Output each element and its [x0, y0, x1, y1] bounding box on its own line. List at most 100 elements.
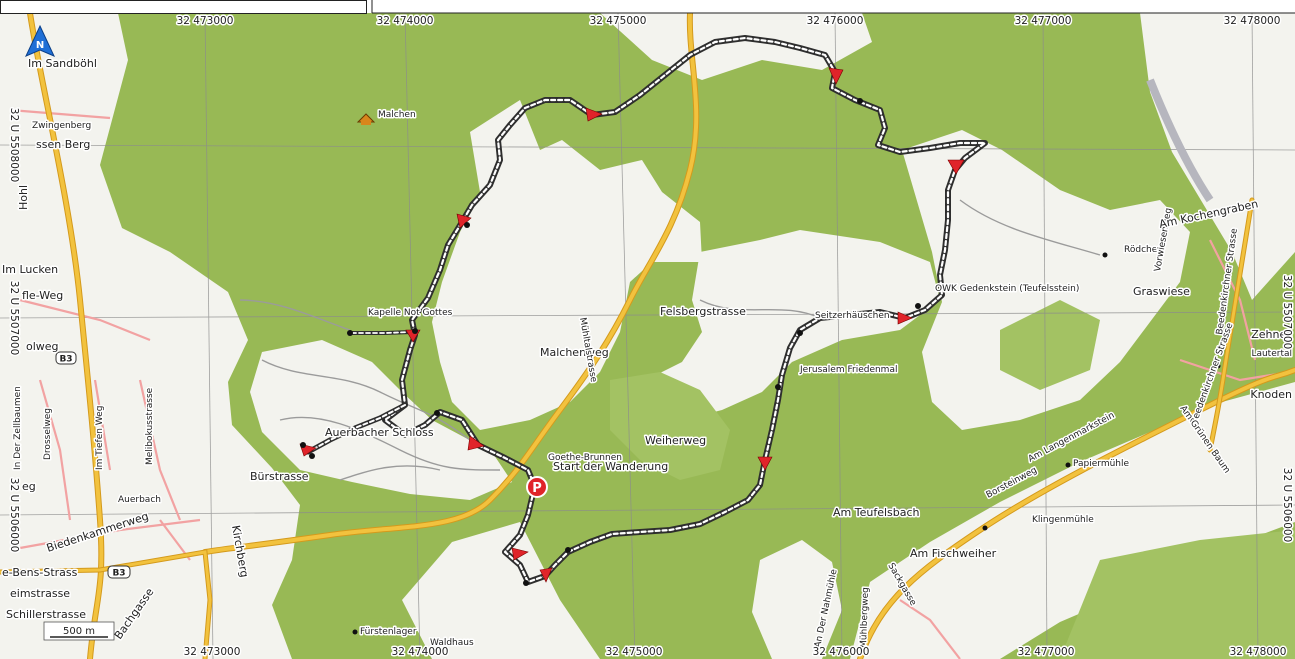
- forest-patches: [610, 300, 1295, 659]
- label-felsbergstrasse: Felsbergstrasse: [660, 305, 746, 318]
- grid-line: [0, 504, 1295, 516]
- label-waldhaus: Waldhaus: [430, 638, 474, 648]
- grid-line: [1251, 12, 1259, 659]
- label-auerbacher-schloss: Auerbacher Schloss: [325, 426, 434, 439]
- waypoints: [300, 98, 1221, 635]
- forest-area: [1000, 300, 1100, 390]
- grid-label-bottom: 32 473000: [184, 646, 241, 658]
- road-badge-label: B3: [59, 355, 72, 365]
- town-road: [138, 379, 182, 521]
- grid-line: [834, 12, 843, 659]
- grid-line: [0, 311, 1295, 319]
- label-melibokusstrasse: Melibokusstrasse: [145, 387, 155, 465]
- town-road: [9, 108, 111, 120]
- grid-labels-top: 32 473000 32 474000 32 475000 32 476000 …: [175, 14, 1282, 29]
- forest-area: [1060, 530, 1295, 659]
- waypoint-dot: [523, 580, 529, 586]
- label-malchen: Malchen: [378, 110, 416, 120]
- town-road: [19, 298, 151, 342]
- label-weiherweg: Weiherweg: [645, 434, 706, 447]
- grid-label-right: 32 U 5506000: [1281, 468, 1293, 542]
- waypoint-dot: [1215, 363, 1221, 369]
- label-kapelle-not-gottes: Kapelle Not Gottes: [368, 308, 453, 318]
- label-auerbach: Auerbach: [118, 495, 161, 505]
- label-eimstrasse: eimstrasse: [10, 587, 70, 600]
- direction-arrow-icon: [585, 107, 603, 122]
- grid-label-top: 32 475000: [590, 15, 647, 27]
- label-am-teufelsbach: Am Teufelsbach: [833, 506, 920, 519]
- direction-arrow-icon: [757, 456, 773, 471]
- waypoint-dot: [300, 442, 306, 448]
- grid-line: [0, 144, 1295, 151]
- house-icon: [356, 113, 376, 125]
- scale-label: 500 m: [63, 626, 95, 637]
- label-roedchen: Rödchen: [1124, 245, 1163, 255]
- label-graswiese: Graswiese: [1133, 285, 1190, 298]
- label-fuerstenlager: Fürstenlager: [360, 627, 417, 637]
- grid-label-bottom: 32 478000: [1230, 646, 1287, 658]
- label-bens-strass: e-Bens-Strass: [2, 566, 78, 579]
- waypoint-dot: [352, 629, 358, 635]
- north-label: N: [36, 40, 44, 51]
- label-papiermuehle: Papiermühle: [1073, 459, 1130, 469]
- grid-label-bottom: 32 475000: [606, 646, 663, 658]
- label-zehnes: Zehnes: [1251, 328, 1292, 341]
- waypoint-dot: [915, 303, 921, 309]
- top-border: [0, 0, 1295, 14]
- clearing-area: [850, 382, 1295, 659]
- trail: [339, 465, 441, 481]
- waypoint-dot: [565, 547, 571, 553]
- trail: [699, 299, 821, 319]
- label-drosselweg: Drosselweg: [43, 408, 53, 460]
- grid-label-left: 32 U 5506000: [8, 478, 20, 552]
- label-seitzerhaeuschen: Seitzerhäuschen: [815, 311, 890, 321]
- trail: [1146, 78, 1214, 203]
- top-left-box: [0, 0, 367, 14]
- town-road: [93, 379, 112, 471]
- clearing-area: [600, 13, 872, 80]
- direction-arrow-icon: [539, 567, 553, 583]
- grid-label-left: 32 U 5508000: [8, 108, 20, 182]
- trails: [239, 78, 1214, 481]
- label-jerusalem-friedenmal: Jerusalem Friedenmal: [799, 365, 897, 375]
- grid-label-top: 32 473000: [177, 15, 234, 27]
- town-roads: [9, 108, 1291, 659]
- direction-arrow-icon: [511, 547, 529, 561]
- waypoint-dot: [775, 384, 781, 390]
- label-zwingenberg: Zwingenberg: [32, 121, 91, 131]
- label-malchenweg: Malchenweg: [540, 346, 609, 359]
- direction-arrow-icon: [467, 435, 485, 451]
- grid-labels-right: 32 U 5507000 32 U 5506000: [1280, 273, 1295, 543]
- hiking-route: [305, 35, 988, 585]
- scale-bar: 500 m: [43, 621, 115, 641]
- trail: [959, 199, 1101, 256]
- grid-label-top: 32 477000: [1015, 15, 1072, 27]
- route-branch-dashes: [349, 331, 413, 334]
- waypoint-dot: [464, 222, 470, 228]
- main-road: [28, 11, 104, 659]
- town-road: [899, 599, 961, 659]
- clearing-area: [402, 522, 600, 659]
- trail: [279, 416, 501, 471]
- label-fle-weg: fle-Weg: [22, 289, 63, 302]
- label-muehlbergweg: Mühlbergweg: [859, 587, 871, 648]
- clearing-area: [432, 100, 702, 430]
- label-zellbaumen: In Der Zellbaumen: [13, 386, 23, 470]
- direction-arrow-icon: [947, 159, 965, 175]
- grid-labels-bottom: 32 473000 32 474000 32 475000 32 476000 …: [182, 645, 1288, 659]
- forest-area: [610, 372, 730, 480]
- label-olweg: olweg: [26, 340, 59, 353]
- parking-label: P: [532, 481, 542, 496]
- clearing-area: [902, 130, 1190, 430]
- label-am-fischweiher: Am Fischweiher: [910, 547, 997, 560]
- town-road: [19, 518, 201, 550]
- trail: [261, 359, 471, 441]
- waypoint-dot: [1102, 252, 1108, 258]
- grid-line: [1042, 12, 1048, 659]
- town-road: [38, 379, 72, 521]
- waypoint-dot: [412, 328, 418, 334]
- clearing-area: [0, 13, 300, 659]
- label-goethe-brunnen: Goethe-Brunnen: [548, 453, 622, 463]
